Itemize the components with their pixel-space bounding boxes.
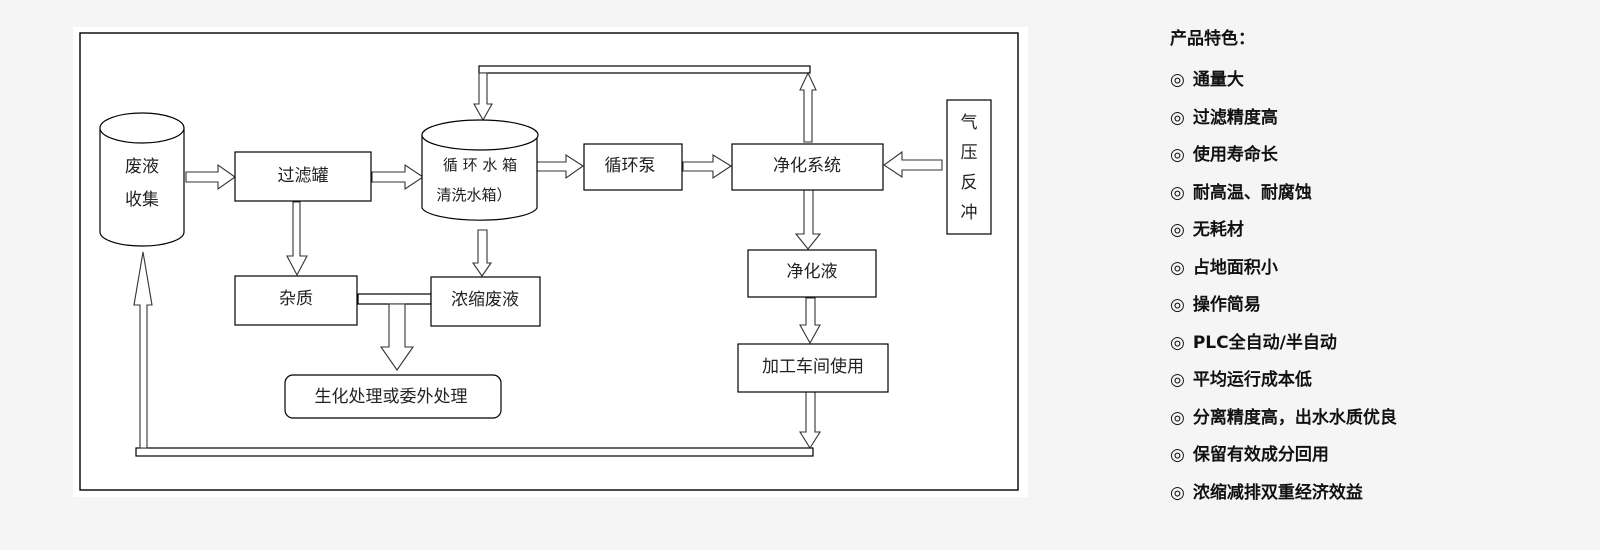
features-title: 产品特色： bbox=[1170, 29, 1255, 49]
node-air-backflush: 气 压 反 冲 bbox=[946, 99, 992, 235]
circulation-tank-label-2: 清洗水箱） bbox=[436, 186, 511, 204]
double-circle-bullet-icon: ◎ bbox=[1170, 407, 1185, 428]
double-circle-bullet-icon: ◎ bbox=[1170, 295, 1185, 315]
double-circle-bullet-icon: ◎ bbox=[1170, 145, 1185, 165]
double-circle-bullet-icon: ◎ bbox=[1170, 482, 1185, 503]
feature-text: 通量大 bbox=[1192, 70, 1244, 90]
feature-item: ◎ 过滤精度高 bbox=[1170, 100, 1570, 138]
feature-item: ◎ 占地面积小 bbox=[1170, 250, 1570, 288]
purification-system-label: 净化系统 bbox=[773, 156, 841, 176]
double-circle-bullet-icon: ◎ bbox=[1170, 445, 1185, 465]
process-diagram: 废液 收集 过滤罐 循 环 水 箱 清洗水箱） 循环泵 净化系统 气 bbox=[73, 27, 1028, 497]
node-concentrated-waste: 浓缩废液 bbox=[430, 276, 541, 327]
double-circle-bullet-icon: ◎ bbox=[1170, 257, 1185, 278]
arrow-pump-to-purification bbox=[682, 154, 733, 180]
node-impurities: 杂质 bbox=[234, 275, 358, 326]
circulation-pump-label: 循环泵 bbox=[605, 156, 656, 176]
node-purified-liquid: 净化液 bbox=[747, 249, 877, 298]
arrow-pipe-to-waste bbox=[133, 251, 153, 449]
double-circle-bullet-icon: ◎ bbox=[1170, 107, 1185, 128]
product-features: 产品特色： ◎ 通量大 ◎ 过滤精度高 ◎ 使用寿命长 ◎ 耐高温、耐腐蚀 ◎ 无耗材 ◎ 占地面积小… bbox=[1170, 24, 1570, 512]
feature-list: ◎通量大◎过滤精度高◎使用寿命长◎耐高温、耐腐蚀◎无耗材◎占地面积小◎操作简易◎… bbox=[1170, 62, 1570, 512]
feature-text: 分离精度高，出水水质优良 bbox=[1192, 407, 1397, 428]
double-circle-bullet-icon: ◎ bbox=[1170, 182, 1185, 203]
arrow-waste-to-filter bbox=[185, 163, 236, 191]
double-circle-bullet-icon: ◎ bbox=[1170, 220, 1185, 240]
double-circle-bullet-icon: ◎ bbox=[1170, 332, 1185, 353]
feature-text: 过滤精度高 bbox=[1192, 107, 1278, 128]
node-treatment: 生化处理或委外处理 bbox=[284, 374, 502, 419]
feature-item: ◎ 无耗材 bbox=[1170, 212, 1570, 250]
feature-text: 占地面积小 bbox=[1192, 257, 1278, 278]
treatment-label: 生化处理或委外处理 bbox=[315, 387, 468, 407]
feature-text: 无耗材 bbox=[1192, 220, 1244, 240]
waste-collection-label-1: 废液 bbox=[125, 157, 159, 177]
feature-item: ◎ 保留有效成分回用 bbox=[1170, 437, 1570, 475]
node-waste-collection: 废液 收集 bbox=[99, 112, 185, 247]
waste-connector-pipe bbox=[357, 293, 432, 305]
feature-text: 浓缩减排双重经济效益 bbox=[1192, 482, 1363, 503]
double-circle-bullet-icon: ◎ bbox=[1170, 370, 1185, 390]
arrow-filter-to-tank bbox=[371, 163, 424, 191]
feature-text: 保留有效成分回用 bbox=[1192, 445, 1329, 465]
arrow-purification-to-liquid bbox=[794, 189, 822, 250]
feature-text: 平均运行成本低 bbox=[1192, 370, 1312, 390]
feature-text: 耐高温、耐腐蚀 bbox=[1192, 182, 1312, 203]
arrow-filter-to-impurities bbox=[286, 201, 308, 277]
arrow-purification-to-return bbox=[799, 71, 817, 143]
arrow-liquid-to-workshop bbox=[799, 297, 821, 345]
workshop-use-label: 加工车间使用 bbox=[762, 356, 864, 377]
circulation-tank-label-1: 循 环 水 箱 bbox=[443, 156, 517, 174]
feature-text: 使用寿命长 bbox=[1192, 145, 1278, 165]
node-workshop-use: 加工车间使用 bbox=[737, 343, 889, 393]
feature-item: ◎ 耐高温、耐腐蚀 bbox=[1170, 175, 1570, 213]
feature-text: PLC全自动/半自动 bbox=[1192, 332, 1337, 353]
arrow-waste-to-treatment bbox=[379, 303, 415, 371]
feature-item: ◎ 平均运行成本低 bbox=[1170, 362, 1570, 400]
feature-text: 操作简易 bbox=[1192, 295, 1261, 315]
feature-item: ◎ 浓缩减排双重经济效益 bbox=[1170, 475, 1570, 513]
return-pipe-bottom bbox=[135, 447, 814, 457]
arrow-tank-to-concentrate bbox=[471, 229, 493, 277]
waste-collection-label-2: 收集 bbox=[125, 190, 159, 210]
air-backflush-char-4: 冲 bbox=[961, 203, 978, 223]
concentrated-waste-label: 浓缩废液 bbox=[451, 290, 519, 310]
purified-liquid-label: 净化液 bbox=[787, 262, 838, 282]
feature-item: ◎ 操作简易 bbox=[1170, 287, 1570, 325]
impurities-label: 杂质 bbox=[279, 289, 313, 309]
diagram-frame bbox=[79, 32, 1019, 491]
process-flow-svg: 废液 收集 过滤罐 循 环 水 箱 清洗水箱） 循环泵 净化系统 气 bbox=[79, 32, 1019, 491]
feature-item: ◎ PLC全自动/半自动 bbox=[1170, 325, 1570, 363]
node-circulation-pump: 循环泵 bbox=[583, 143, 683, 191]
filter-tank-label: 过滤罐 bbox=[278, 166, 329, 186]
arrow-backflush-to-purification bbox=[883, 150, 943, 179]
arrow-workshop-to-pipe bbox=[799, 391, 821, 450]
arrow-return-into-tank bbox=[473, 72, 493, 122]
node-circulation-tank: 循 环 水 箱 清洗水箱） bbox=[421, 119, 539, 221]
feature-item: ◎ 使用寿命长 bbox=[1170, 137, 1570, 175]
node-purification-system: 净化系统 bbox=[731, 143, 884, 191]
feature-item: ◎ 分离精度高，出水水质优良 bbox=[1170, 400, 1570, 438]
air-backflush-char-2: 压 bbox=[961, 143, 978, 163]
double-circle-bullet-icon: ◎ bbox=[1170, 70, 1185, 90]
arrow-tank-to-pump bbox=[534, 153, 584, 180]
air-backflush-char-1: 气 bbox=[961, 113, 978, 133]
air-backflush-char-3: 反 bbox=[961, 173, 978, 193]
node-filter-tank: 过滤罐 bbox=[234, 151, 372, 202]
return-pipe-top bbox=[478, 65, 811, 74]
feature-item: ◎ 通量大 bbox=[1170, 62, 1570, 100]
